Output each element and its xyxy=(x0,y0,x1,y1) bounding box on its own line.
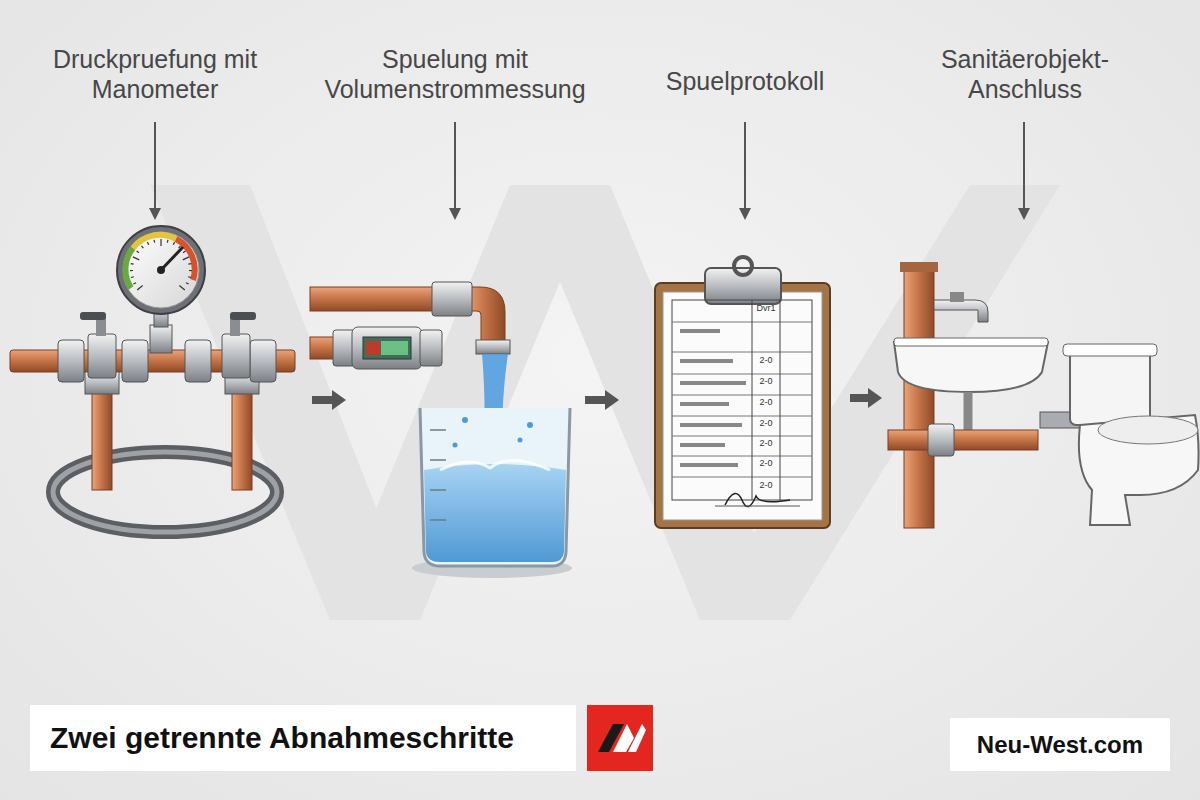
table-cell: 2-0 xyxy=(746,419,786,428)
sanitary-figure xyxy=(888,262,1199,528)
box-text: Zwei getrennte Abnahmeschritte xyxy=(50,721,514,755)
table-cell: 2-0 xyxy=(746,398,786,407)
caption-box: Zwei getrennte Abnahmeschritte xyxy=(30,705,576,771)
watermark xyxy=(150,185,1060,620)
step-heading: Spuelprotokoll xyxy=(625,66,865,96)
brand-logo xyxy=(587,705,653,771)
table-cell: Dvr1 xyxy=(746,304,786,313)
step-heading: Druckpruefung mit Manometer xyxy=(35,44,275,104)
flushing-figure xyxy=(310,282,572,578)
table-cell: 2-0 xyxy=(746,481,786,490)
table-cell: 2-0 xyxy=(746,377,786,386)
leader-arrows xyxy=(149,122,1030,220)
step-heading: Spuelung mit Volumenstrommessung xyxy=(305,44,605,104)
brand-box: Neu-West.com xyxy=(950,718,1170,771)
pressure-test-figure xyxy=(0,0,295,532)
protocol-clipboard xyxy=(655,257,830,528)
box-text: Neu-West.com xyxy=(977,731,1143,759)
table-cell: 2-0 xyxy=(746,356,786,365)
step-heading: Sanitäerobjekt- Anschluss xyxy=(925,44,1125,104)
table-cell: 2-0 xyxy=(746,439,786,448)
table-cell: 2-0 xyxy=(746,459,786,468)
